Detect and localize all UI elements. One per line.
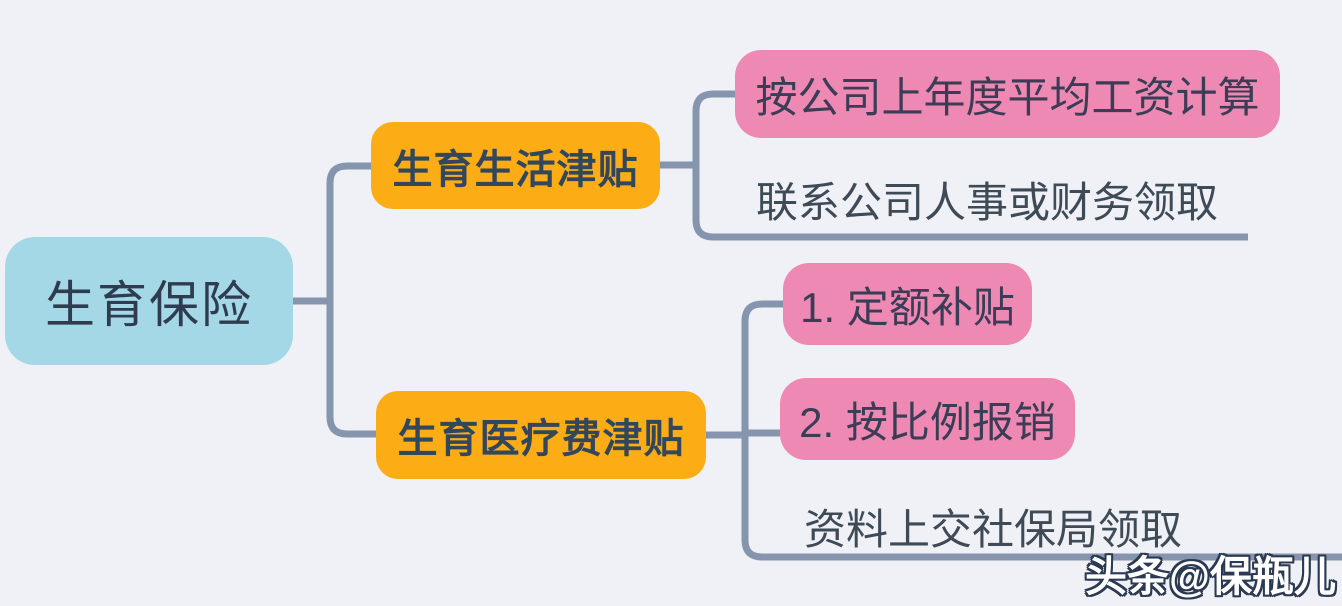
leaf-node-salary-calculation: 按公司上年度平均工资计算 — [735, 50, 1280, 138]
branch-node-medical-fee-allowance: 生育医疗费津贴 — [376, 391, 706, 479]
leaf-node-label: 资料上交社保局领取 — [803, 505, 1182, 553]
root-node-label: 生育保险 — [45, 277, 253, 333]
leaf-node-contact-hr-finance: 联系公司人事或财务领取 — [748, 170, 1226, 228]
leaf-node-fixed-subsidy: 1. 定额补贴 — [783, 263, 1032, 345]
leaf-node-label: 联系公司人事或财务领取 — [755, 178, 1218, 226]
leaf-node-submit-to-social-security: 资料上交社保局领取 — [795, 498, 1191, 554]
branch-node-label: 生育生活津贴 — [392, 147, 639, 192]
branch-node-living-allowance: 生育生活津贴 — [371, 122, 660, 209]
leaf-node-label: 1. 定额补贴 — [800, 283, 1015, 331]
leaf-node-proportional-reimbursement: 2. 按比例报销 — [780, 378, 1075, 460]
leaf-node-label: 按公司上年度平均工资计算 — [755, 73, 1260, 121]
trunk-connector — [293, 162, 376, 438]
watermark-label: 头条@保瓶儿 — [1085, 552, 1336, 600]
branch-node-label: 生育医疗费津贴 — [397, 417, 685, 461]
root-node-maternity-insurance: 生育保险 — [5, 237, 293, 365]
leaf-node-label: 2. 按比例报销 — [799, 398, 1056, 446]
watermark-toutiao-baopinger: 头条@保瓶儿 — [1085, 548, 1336, 600]
